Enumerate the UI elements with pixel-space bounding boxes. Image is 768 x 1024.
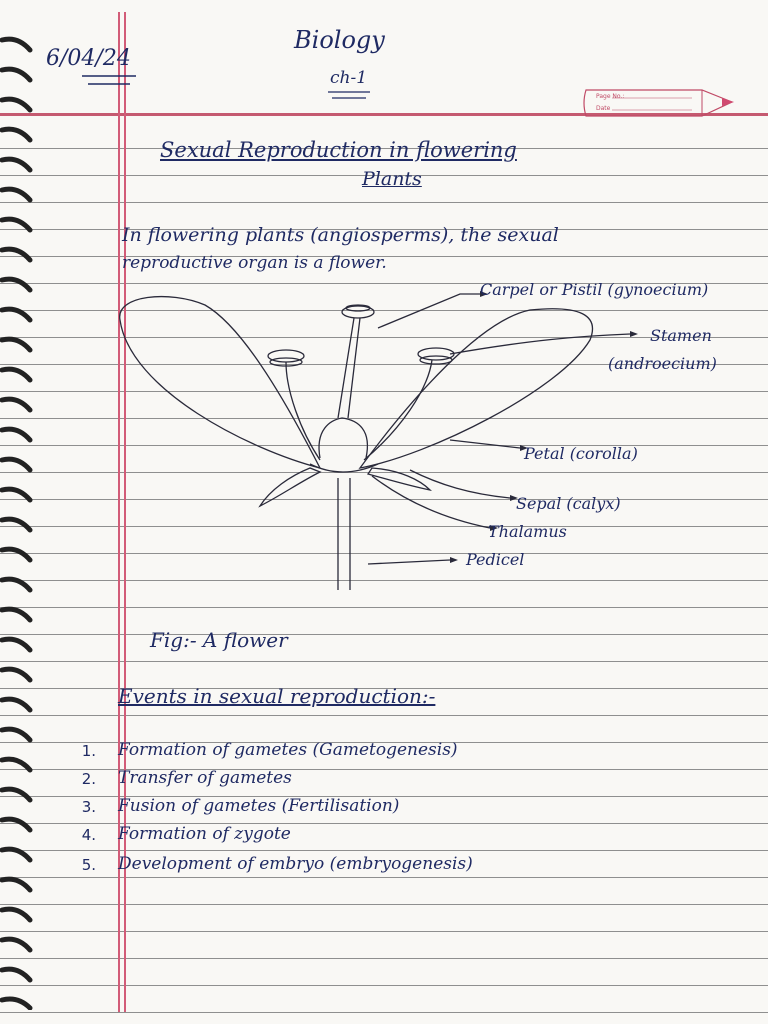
list-item: Formation of gametes (Gametogenesis)	[118, 740, 458, 760]
petal-right	[358, 308, 594, 469]
subject-title: Biology	[294, 26, 385, 54]
stamen-right-filament	[363, 359, 433, 461]
figure-caption: Fig:- A flower	[150, 628, 288, 652]
date-underline	[82, 75, 136, 85]
anther-left	[267, 349, 305, 363]
flower-diagram	[119, 291, 638, 590]
intro-line-1: In flowering plants (angiosperms), the s…	[122, 224, 559, 246]
list-number: 3.	[81, 798, 96, 816]
list-number: 1.	[81, 742, 96, 760]
sepal-right	[366, 467, 432, 492]
petal-left	[119, 295, 322, 469]
list-item: Transfer of gametes	[118, 768, 292, 788]
stamen-left-filament	[285, 361, 321, 461]
ovary	[318, 417, 368, 459]
date-label: Date	[596, 105, 611, 112]
label-androecium: (androecium)	[608, 354, 717, 373]
label-petal: Petal (corolla)	[524, 444, 638, 463]
events-heading: Events in sexual reproduction:-	[118, 684, 436, 708]
page-number-box: Page No.: Date	[582, 84, 742, 124]
list-number: 2.	[81, 770, 96, 788]
label-sepal: Sepal (calyx)	[516, 494, 621, 513]
list-item: Fusion of gametes (Fertilisation)	[118, 796, 400, 816]
spiral-binding	[0, 36, 33, 1010]
chapter-title: Sexual Reproduction in flowering	[160, 138, 517, 162]
style	[337, 317, 361, 419]
header-rule	[0, 113, 768, 116]
list-number: 4.	[81, 826, 96, 844]
anther-right	[417, 347, 455, 361]
margin-line-inner	[124, 12, 126, 1012]
list-item: Development of embryo (embryogenesis)	[118, 854, 473, 874]
entry-date: 6/04/24	[46, 46, 131, 71]
margin-line	[118, 12, 120, 1012]
label-carpel: Carpel or Pistil (gynoecium)	[480, 280, 709, 299]
page-no-label: Page No.:	[596, 93, 625, 100]
page-header-area	[0, 0, 768, 120]
thalamus	[309, 463, 379, 473]
label-thalamus: Thalamus	[488, 522, 567, 541]
label-stamen: Stamen	[650, 326, 712, 345]
list-item: Formation of zygote	[118, 824, 291, 844]
chapter-title-line2: Plants	[362, 168, 422, 190]
list-number: 5.	[81, 856, 96, 874]
intro-line-2: reproductive organ is a flower.	[122, 253, 387, 273]
pedicel	[337, 478, 351, 590]
chapter-underline	[328, 91, 370, 99]
chapter-label: ch-1	[330, 68, 368, 88]
label-pedicel: Pedicel	[466, 550, 525, 569]
stigma	[341, 305, 375, 319]
pencil-icon	[583, 89, 734, 117]
sepal-left	[258, 467, 322, 508]
